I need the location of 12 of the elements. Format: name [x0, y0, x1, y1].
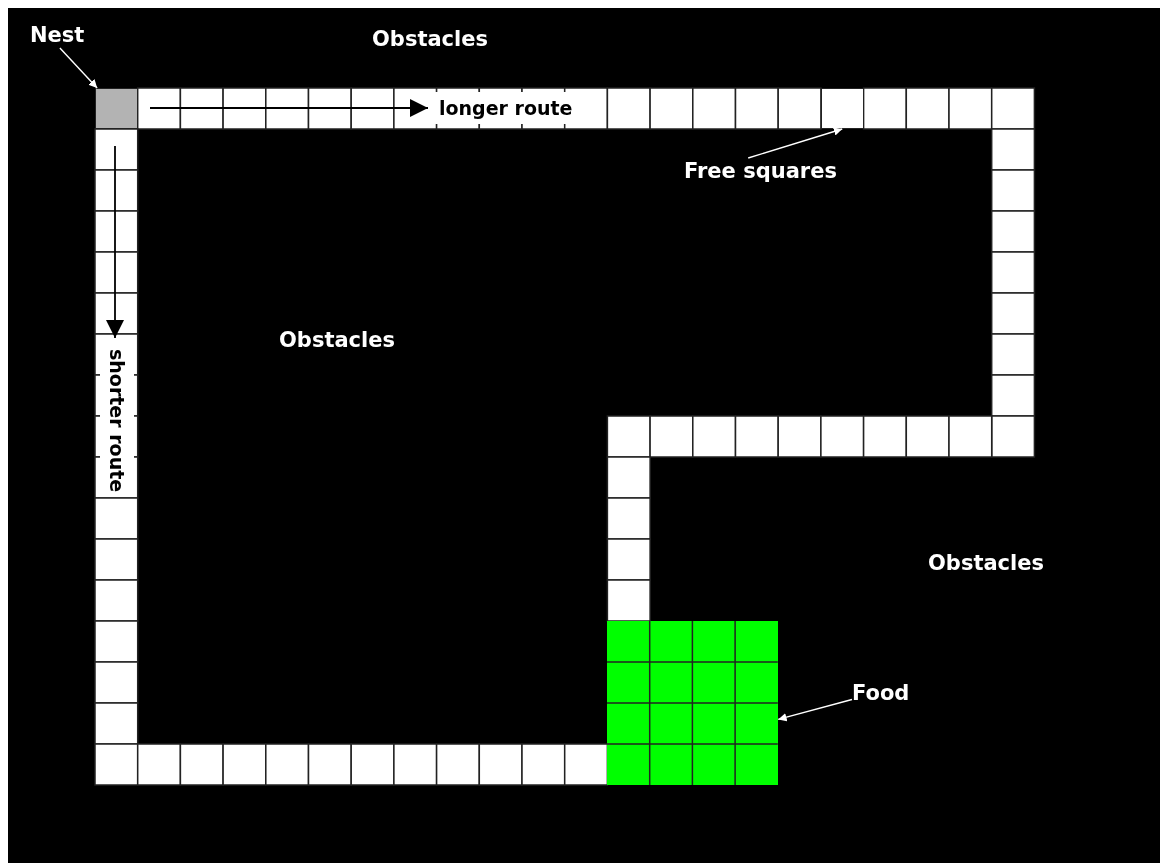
nest-square — [95, 88, 138, 129]
free-squares-label: Free squares — [684, 158, 837, 184]
food-area — [607, 621, 779, 785]
leader-line — [59, 47, 98, 89]
leader-line — [747, 127, 843, 159]
obstacles-label: Obstacles — [928, 550, 1044, 576]
nest-label: Nest — [30, 22, 85, 48]
food-label: Food — [852, 680, 910, 706]
free-square — [820, 88, 864, 129]
leader-line — [777, 698, 853, 722]
obstacles-label: Obstacles — [279, 327, 395, 353]
obstacles-label: Obstacles — [372, 26, 488, 52]
